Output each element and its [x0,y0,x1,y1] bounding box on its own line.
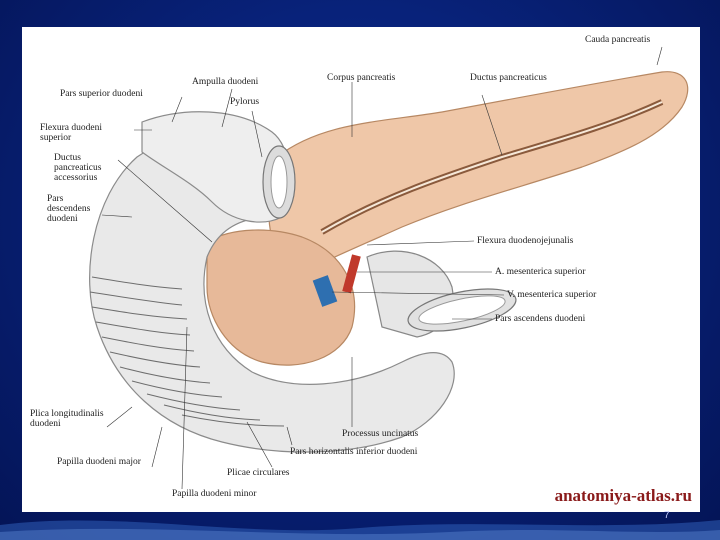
label-flexura-duodeni-superior: Flexura duodeni superior [40,123,103,143]
label-papilla-duodeni-minor: Papilla duodeni minor [172,489,257,499]
label-ampulla-duodeni: Ampulla duodeni [192,77,259,87]
label-ductus-pancreaticus-accessorius: Ductus pancreaticus accessorius [54,153,102,183]
label-flexura-duodenojejunalis: Flexura duodenojejunalis [477,236,574,246]
label-processus-uncinatus: Processus uncinatus [342,429,419,439]
label-a-mesenterica-superior: A. mesenterica superior [495,267,586,277]
label-v-mesenterica-superior: V. mesenterica superior [507,290,597,300]
label-pars-descendens-duodeni: Pars descendens duodeni [47,194,91,224]
label-plica-longitudinalis-duodeni: Plica longitudinalis duodeni [30,409,104,429]
label-ductus-pancreaticus: Ductus pancreaticus [470,73,547,83]
label-corpus-pancreatis: Corpus pancreatis [327,73,396,83]
label-pars-horizontalis-inferior-duodeni: Pars horizontalis inferior duodeni [290,447,418,457]
background-wave [0,520,720,540]
page-number: 7 [664,510,670,521]
label-pylorus: Pylorus [230,97,260,107]
label-cauda-pancreatis: Cauda pancreatis [585,35,651,45]
anatomy-illustration: Cauda pancreatis Ductus pancreaticus Cor… [22,27,700,512]
label-pars-superior-duodeni: Pars superior duodeni [60,89,143,99]
label-plicae-circulares: Plicae circulares [227,468,290,478]
label-papilla-duodeni-major: Papilla duodeni major [57,457,141,467]
watermark: anatomiya-atlas.ru [554,486,692,505]
label-pars-ascendens-duodeni: Pars ascendens duodeni [495,314,586,324]
pancreas-duodenum-drawing [89,46,689,490]
